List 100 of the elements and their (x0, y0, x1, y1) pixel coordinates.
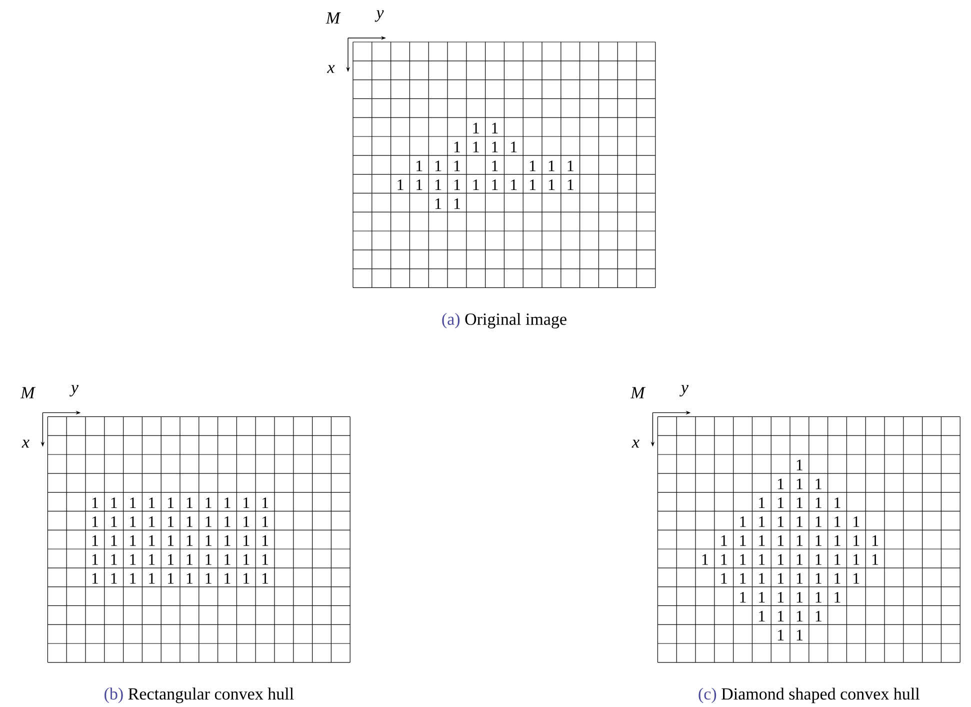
cell-value: 1 (111, 535, 117, 546)
cell-value: 1 (454, 198, 460, 209)
cell-value: 1 (224, 497, 230, 508)
cell-value: 1 (816, 516, 822, 527)
cell-value: 1 (721, 573, 727, 584)
axis-label: y (374, 10, 384, 22)
cell-value: 1 (149, 497, 155, 508)
cell-value: 1 (130, 497, 136, 508)
cell-value: 1 (872, 554, 878, 565)
cell-value: 1 (262, 516, 268, 527)
cell-value: 1 (224, 573, 230, 584)
cell-value: 1 (206, 554, 212, 565)
cell-value: 1 (816, 478, 822, 490)
cell-value: 1 (262, 554, 268, 565)
cell-value: 1 (186, 535, 192, 546)
cell-value: 1 (454, 160, 460, 172)
cell-value: 1 (834, 554, 840, 565)
cell-value: 1 (740, 554, 746, 565)
cell-value: 1 (416, 160, 422, 172)
cell-value: 1 (244, 516, 250, 527)
cell-value: 1 (759, 554, 765, 565)
cell-value: 1 (435, 179, 442, 190)
cell-value: 1 (398, 179, 404, 190)
cell-value: 1 (834, 497, 840, 508)
cell-value: 1 (454, 179, 460, 190)
cell-value: 1 (796, 573, 802, 584)
cell-value: 1 (168, 535, 174, 546)
cell-value: 1 (206, 497, 212, 508)
cell-value: 1 (796, 592, 802, 603)
cell-value: 1 (740, 592, 746, 603)
cell-value: 1 (168, 497, 174, 508)
cell-value: 1 (759, 497, 765, 508)
axis-label: x (327, 65, 335, 73)
cell-value: 1 (206, 535, 212, 546)
cell-value: 1 (740, 573, 746, 584)
axis-label: x (22, 440, 30, 448)
cell-value: 1 (721, 554, 727, 565)
cell-value: 1 (130, 516, 136, 527)
cell-value: 1 (568, 160, 574, 172)
cell-value: 1 (473, 142, 479, 152)
subfigure-caption: (c) Diamond shaped convex hull (698, 688, 920, 704)
cell-value: 1 (740, 535, 746, 546)
cell-value: 1 (511, 142, 517, 152)
cell-value: 1 (149, 554, 155, 565)
cell-value: 1 (149, 516, 155, 527)
cell-value: 1 (186, 516, 192, 527)
axis-label: y (70, 384, 78, 396)
cell-value: 1 (92, 497, 98, 508)
cell-value: 1 (168, 554, 174, 565)
cell-value: 1 (568, 179, 574, 190)
cell-value: 1 (454, 142, 460, 152)
cell-value: 1 (492, 179, 498, 190)
cell-value: 1 (224, 535, 230, 546)
cell-value: 1 (111, 554, 117, 565)
matrix-label: M (20, 387, 36, 398)
cell-value: 1 (92, 573, 98, 584)
cell-value: 1 (130, 554, 136, 565)
cell-value: 1 (816, 610, 822, 622)
cell-value: 1 (262, 497, 268, 508)
cell-value: 1 (834, 592, 840, 603)
cell-value: 1 (854, 573, 860, 584)
cell-value: 1 (244, 554, 250, 565)
cell-value: 1 (796, 554, 802, 565)
cell-value: 1 (224, 516, 230, 527)
matrix-label: M (630, 387, 646, 398)
cell-value: 1 (816, 573, 822, 584)
axis-label: y (680, 384, 688, 396)
cell-value: 1 (111, 497, 117, 508)
axis-label: x (632, 440, 640, 448)
cell-value: 1 (796, 460, 802, 470)
cell-value: 1 (435, 198, 442, 209)
cell-value: 1 (796, 535, 802, 546)
cell-value: 1 (778, 497, 784, 508)
cell-value: 1 (435, 160, 442, 172)
cell-value: 1 (740, 516, 746, 527)
cell-value: 1 (778, 630, 784, 640)
cell-value: 1 (530, 160, 536, 172)
cell-value: 1 (834, 516, 840, 527)
subfigure-caption: (b) Rectangular convex hull (104, 688, 294, 704)
cell-value: 1 (168, 573, 174, 584)
cell-value: 1 (778, 478, 784, 490)
cell-value: 1 (778, 554, 784, 565)
cell-value: 1 (130, 535, 136, 546)
cell-value: 1 (816, 592, 822, 603)
cell-value: 1 (530, 179, 536, 190)
cell-value: 1 (92, 516, 98, 527)
cell-value: 1 (796, 630, 802, 640)
cell-value: 1 (778, 535, 784, 546)
cell-value: 1 (778, 592, 784, 603)
cell-value: 1 (416, 179, 422, 190)
cell-value: 1 (473, 179, 479, 190)
cell-value: 1 (111, 516, 117, 527)
cell-value: 1 (759, 573, 765, 584)
cell-value: 1 (206, 573, 212, 584)
cell-value: 1 (92, 535, 98, 546)
cell-value: 1 (796, 478, 802, 490)
cell-value: 1 (244, 497, 250, 508)
cell-value: 1 (262, 535, 268, 546)
cell-value: 1 (702, 554, 708, 565)
cell-value: 1 (186, 573, 192, 584)
